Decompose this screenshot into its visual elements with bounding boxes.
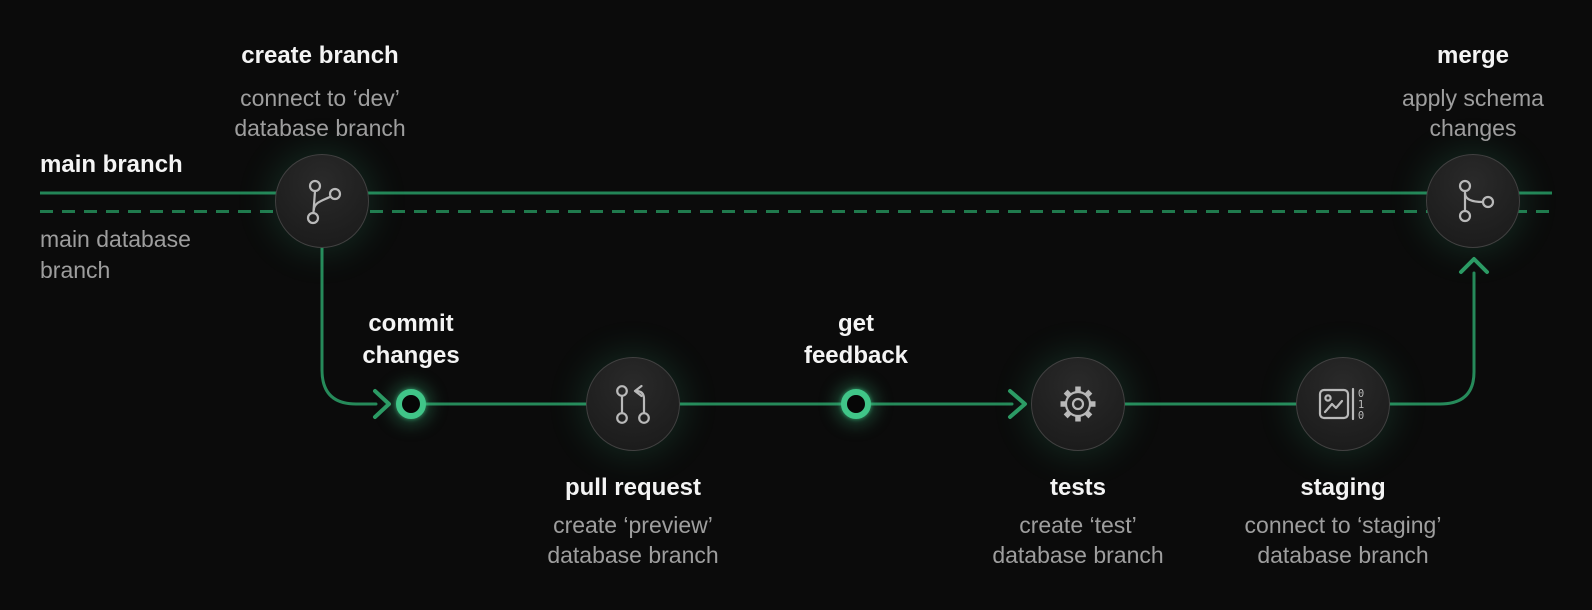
pull-request-node [586, 357, 680, 451]
get-feedback-label: get feedback [803, 310, 909, 369]
staging-to-merge-segment [1122, 271, 1476, 406]
svg-text:0: 0 [1358, 410, 1364, 422]
commit-changes-label: commit changes [362, 310, 460, 369]
commit-ring [396, 389, 426, 419]
data-preview-icon: 0 1 0 [1318, 387, 1364, 422]
gear-icon [1060, 386, 1096, 422]
pull-request-title: pull request [564, 474, 702, 501]
merge-node [1426, 154, 1520, 248]
main-database-branch-label: main database branch [40, 226, 191, 283]
create-branch-node [275, 154, 369, 248]
arrow-into-commit [373, 389, 391, 419]
tests-node [1031, 357, 1125, 451]
staging-node: 0 1 0 [1296, 357, 1390, 451]
git-branch-icon [306, 179, 342, 225]
svg-text:0: 0 [1358, 388, 1364, 400]
tests-subtitle: create ‘test’ database branch [992, 512, 1164, 568]
path-arrows [373, 257, 1489, 419]
feature-branch-path [320, 245, 1476, 406]
svg-text:1: 1 [1358, 399, 1364, 411]
arrow-into-tests [1008, 389, 1027, 419]
git-merge-icon [1458, 179, 1495, 223]
feedback-ring [841, 389, 871, 419]
staging-subtitle: connect to ‘staging’ database branch [1244, 512, 1442, 568]
branch-down-segment [320, 245, 378, 406]
tests-title: tests [1049, 474, 1107, 501]
merge-title: merge [1436, 42, 1510, 69]
staging-title: staging [1300, 474, 1386, 501]
git-pull-request-icon [616, 384, 650, 424]
arrow-into-merge [1459, 257, 1489, 274]
create-branch-subtitle: connect to ‘dev’ database branch [234, 85, 406, 141]
create-branch-title: create branch [241, 42, 399, 69]
merge-subtitle: apply schema changes [1402, 85, 1544, 141]
main-branch-label: main branch [40, 151, 183, 178]
pull-request-subtitle: create ‘preview’ database branch [547, 512, 719, 568]
